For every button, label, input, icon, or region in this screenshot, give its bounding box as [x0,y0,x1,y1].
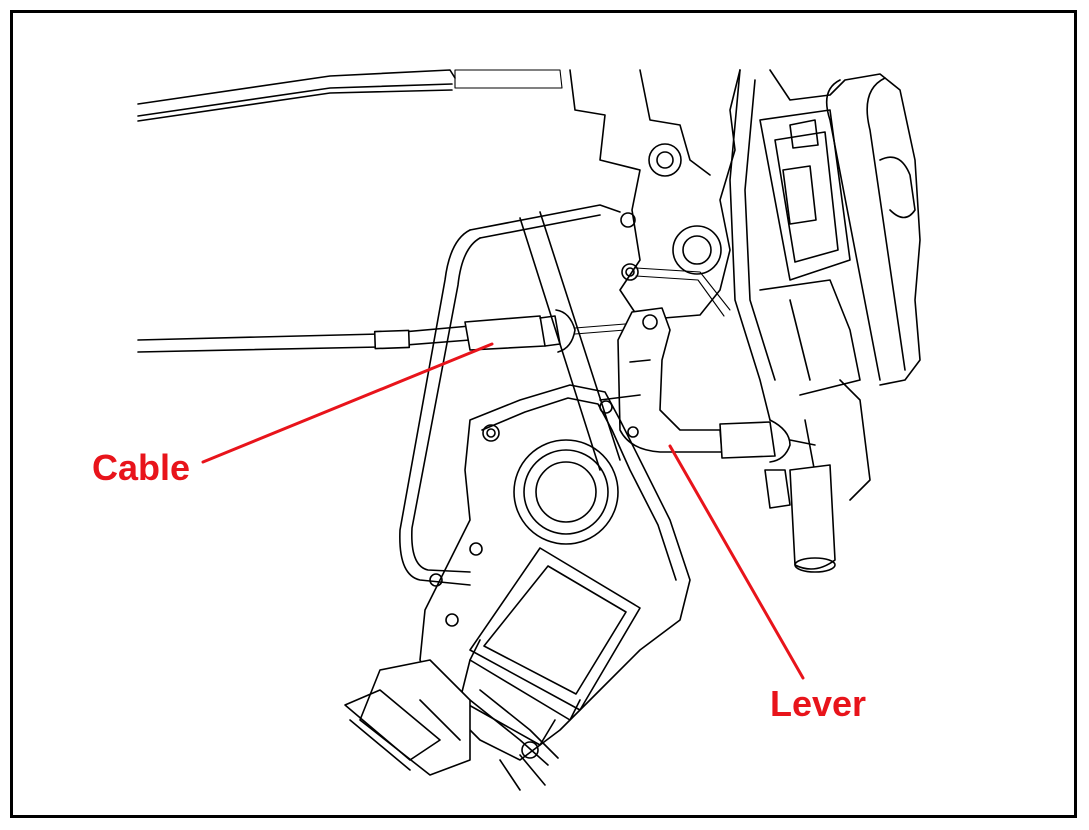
latch-shaft [764,464,836,573]
latch-upper-body [569,69,741,321]
latch-housing [729,69,921,521]
door-panel-edge [137,69,563,122]
lever-part [599,307,816,463]
lever-leader-line [668,444,805,680]
lever-label: Lever [770,683,867,724]
actuator-plate [419,384,691,761]
cable-leader-line [201,342,494,464]
motor-housing [459,547,641,746]
cable-label: Cable [92,447,191,488]
electrical-connector [344,659,559,791]
